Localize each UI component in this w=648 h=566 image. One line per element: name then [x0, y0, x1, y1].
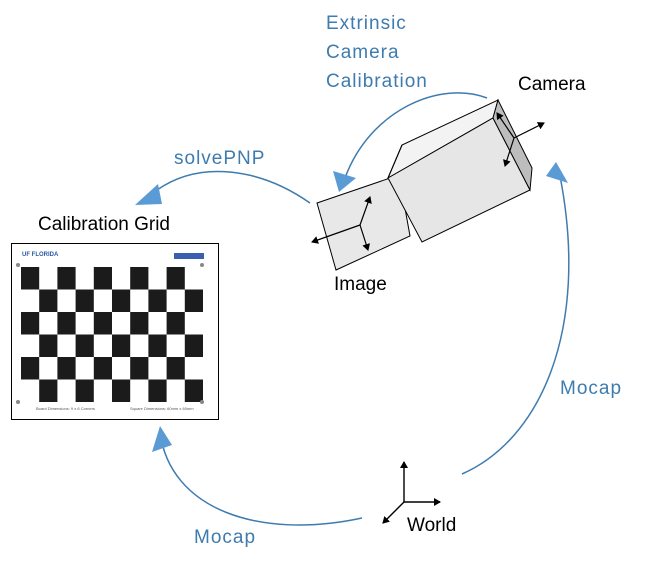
- checker-square: [112, 289, 131, 312]
- checker-square: [166, 312, 185, 335]
- mocap-right-label: Mocap: [560, 378, 623, 399]
- checker-square: [93, 312, 112, 335]
- checker-square: [39, 379, 58, 402]
- checker-square: [148, 334, 167, 357]
- world-label: World: [407, 515, 457, 536]
- checker-square: [93, 267, 112, 290]
- calibration-board: UF FLORIDA Board Dimensions: 9 x 6 Corne…: [11, 243, 219, 420]
- checker-square: [148, 379, 167, 402]
- checker-square: [57, 267, 76, 290]
- checker-square: [75, 379, 94, 402]
- checker-square: [21, 357, 40, 380]
- checker-square: [184, 379, 203, 402]
- image-label: Image: [334, 274, 387, 295]
- mocap-bottom-arrowhead: [152, 426, 172, 452]
- checkerboard: [16, 263, 204, 404]
- solvepnp-label: solvePNP: [174, 148, 266, 169]
- camera-axes: [496, 112, 545, 167]
- checker-square: [21, 312, 40, 335]
- extrinsic-label-line-3: Calibration: [326, 71, 428, 92]
- solvepnp-arc: [156, 170, 311, 204]
- camera-label: Camera: [518, 74, 586, 95]
- extrinsic-label-line-2: Camera: [326, 42, 400, 63]
- mocap-right-arc: [461, 175, 570, 475]
- checker-square: [130, 267, 149, 290]
- checker-square: [57, 312, 76, 335]
- checker-square: [112, 334, 131, 357]
- checker-square: [184, 334, 203, 357]
- extrinsic-arrowhead: [333, 171, 356, 192]
- extrinsic-arc: [344, 92, 488, 179]
- extrinsic-label-line-1: Extrinsic: [326, 13, 407, 34]
- checker-square: [166, 357, 185, 380]
- checker-square: [21, 267, 40, 290]
- board-footer-right: Square Dimensions: 60mm x 60mm: [130, 406, 194, 411]
- board-logo-right: [174, 253, 204, 259]
- board-footer-left: Board Dimensions: 9 x 6 Corners: [36, 406, 95, 411]
- image-plane: [316, 174, 411, 271]
- calibration-grid-label: Calibration Grid: [38, 214, 170, 235]
- checker-square: [39, 289, 58, 312]
- mocap-bottom-arc: [159, 431, 363, 526]
- checker-square: [166, 267, 185, 290]
- solvepnp-arrowhead: [135, 184, 162, 205]
- checker-square: [130, 312, 149, 335]
- camera-body: [386, 98, 533, 243]
- checker-square: [148, 289, 167, 312]
- checker-square: [184, 289, 203, 312]
- checker-square: [75, 334, 94, 357]
- image-axes: [311, 196, 372, 251]
- checker-square: [112, 379, 131, 402]
- mocap-bottom-label: Mocap: [194, 527, 257, 548]
- world-axes: [382, 461, 441, 524]
- checker-square: [130, 357, 149, 380]
- checker-square: [57, 357, 76, 380]
- board-logo: UF FLORIDA: [22, 252, 59, 258]
- checker-square: [39, 334, 58, 357]
- checker-square: [75, 289, 94, 312]
- mocap-right-arrowhead: [546, 162, 568, 183]
- checker-square: [93, 357, 112, 380]
